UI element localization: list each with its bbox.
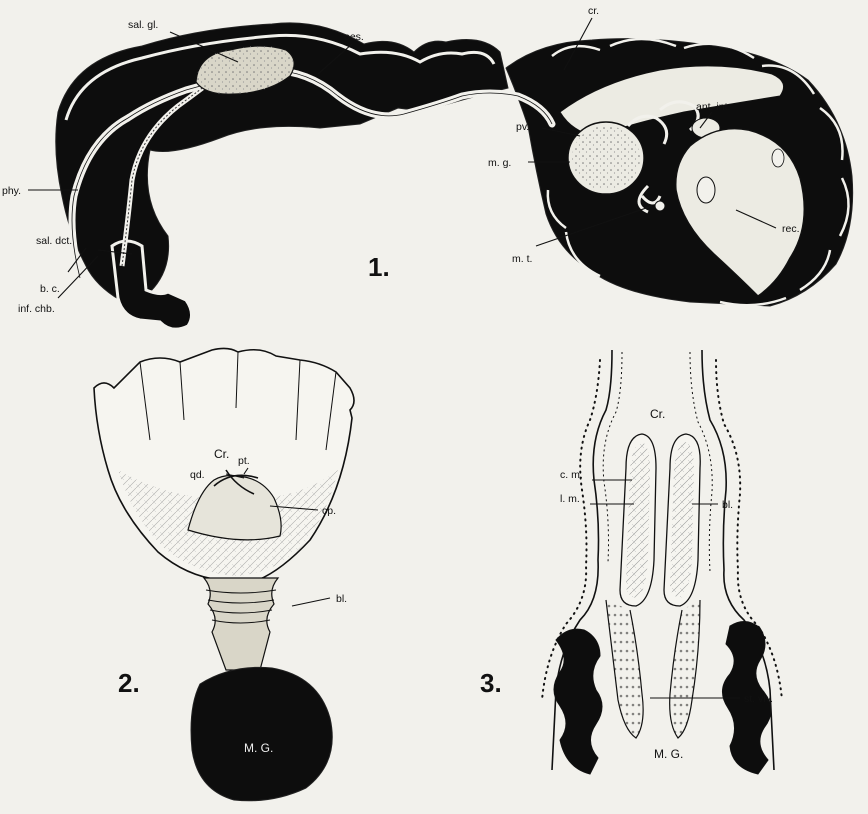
figure-3: Cr. c. m. l. m. bl. st. vlv. M. G. 3.: [480, 350, 782, 774]
figure-1: sal. gl. oes. cr. ant. int. pv. m. g. re…: [2, 5, 853, 329]
label-bl-fig3: bl.: [722, 499, 733, 511]
midgut-epithelium-left: [554, 629, 602, 774]
label-mg: m. g.: [488, 157, 511, 169]
label-cr-fig2: Cr.: [214, 447, 229, 461]
label-cr-fig3: Cr.: [650, 407, 665, 421]
label-rec: rec.: [782, 223, 800, 235]
label-pt: pt.: [238, 455, 250, 467]
label-mg-fig2: M. G.: [244, 741, 273, 755]
label-pv: pv.: [516, 121, 529, 133]
label-oes: oes.: [344, 31, 364, 43]
label-inf-chb: inf. chb.: [18, 303, 55, 315]
label-sal-gl: sal. gl.: [128, 19, 158, 31]
figure-2-number: 2.: [118, 668, 140, 698]
figure-2: Cr. pt. qd. cp. bl. M. G. 2.: [94, 348, 354, 800]
label-ant-int: ant. int.: [696, 101, 730, 113]
label-qd: qd.: [190, 469, 205, 481]
rectal-papilla: [697, 177, 715, 203]
label-sal-dct: sal. dct.: [36, 235, 72, 247]
label-bl-fig2: bl.: [336, 593, 347, 605]
label-cp: cp.: [322, 505, 336, 517]
label-bc: b. c.: [40, 283, 60, 295]
label-cm: c. m.: [560, 469, 583, 481]
figure-1-number: 1.: [368, 252, 390, 282]
label-mt: m. t.: [512, 253, 532, 265]
midgut-sphere: [191, 667, 332, 800]
label-phy: phy.: [2, 185, 21, 197]
label-st-vlv: st. vlv.: [744, 693, 773, 705]
label-cr: cr.: [588, 5, 599, 17]
label-lm: l. m.: [560, 493, 580, 505]
malpighian-tubule: [655, 201, 665, 211]
label-mg-fig3: M. G.: [654, 747, 683, 761]
figure-3-number: 3.: [480, 668, 502, 698]
